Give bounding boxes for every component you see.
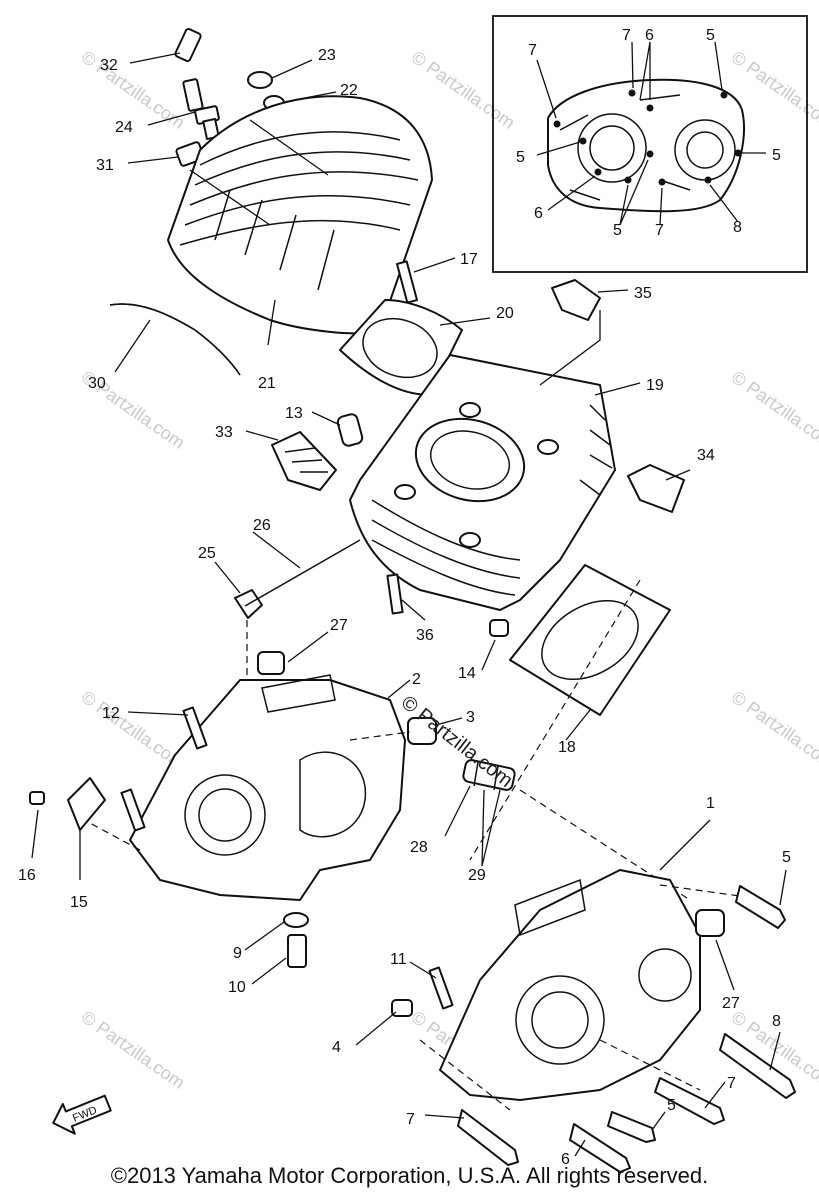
callout-5: 5 xyxy=(516,149,525,166)
inset-crankcase-bolt-map: 7 7 6 5 5 5 6 5 7 8 xyxy=(492,15,808,273)
callout-10: 10 xyxy=(228,979,246,996)
watermark: © Partzilla.com xyxy=(78,1007,189,1093)
callout-36: 36 xyxy=(416,627,434,644)
watermark: © Partzilla.com xyxy=(78,47,189,133)
callout-15: 15 xyxy=(70,894,88,911)
callout-28: 28 xyxy=(410,839,428,856)
callout-4: 4 xyxy=(332,1039,341,1056)
callout-11: 11 xyxy=(390,951,407,968)
callout-9: 9 xyxy=(233,945,242,962)
callout-5: 5 xyxy=(613,222,622,239)
callout-12: 12 xyxy=(102,705,120,722)
watermark: © Partzilla.com xyxy=(728,367,819,453)
left-crankcase-group: 2 12 16 15 9 10 xyxy=(18,671,421,996)
callout-2: 2 xyxy=(412,671,421,688)
callout-3: 3 xyxy=(466,709,475,726)
callout-13: 13 xyxy=(285,405,303,422)
callout-34: 34 xyxy=(697,447,715,464)
callout-1: 1 xyxy=(706,795,715,812)
callout-14: 14 xyxy=(458,665,476,682)
callout-6: 6 xyxy=(645,27,654,44)
callout-20: 20 xyxy=(496,305,514,322)
callout-17: 17 xyxy=(460,251,478,268)
callout-25: 25 xyxy=(198,545,216,562)
callout-16: 16 xyxy=(18,867,36,884)
callout-18: 18 xyxy=(558,739,576,756)
right-crankcase-group: 1 11 4 27 5 8 7 5 6 7 xyxy=(332,795,796,1173)
watermark: © Partzilla.com xyxy=(728,687,819,773)
callout-35: 35 xyxy=(634,285,652,302)
callout-27: 27 xyxy=(722,995,740,1012)
callout-23: 23 xyxy=(318,47,336,64)
callout-21: 21 xyxy=(258,375,276,392)
watermark: © Partzilla.com xyxy=(408,47,519,133)
callout-6: 6 xyxy=(534,205,543,222)
callout-31: 31 xyxy=(96,157,114,174)
callout-8: 8 xyxy=(733,219,742,236)
fwd-arrow-icon: FWD xyxy=(52,1094,112,1135)
callout-27: 27 xyxy=(330,617,348,634)
callout-29: 29 xyxy=(468,867,486,884)
callout-19: 19 xyxy=(646,377,664,394)
callout-26: 26 xyxy=(253,517,271,534)
cylinder-head-group: 32 24 31 23 22 21 17 30 xyxy=(88,28,478,392)
callout-7: 7 xyxy=(622,27,631,44)
callout-7: 7 xyxy=(406,1111,415,1128)
callout-5: 5 xyxy=(706,27,715,44)
callout-7: 7 xyxy=(727,1075,736,1092)
callout-30: 30 xyxy=(88,375,106,392)
copyright-notice: ©2013 Yamaha Motor Corporation, U.S.A. A… xyxy=(110,1163,709,1188)
callout-5: 5 xyxy=(772,147,781,164)
callout-5: 5 xyxy=(782,849,791,866)
callout-7: 7 xyxy=(655,222,664,239)
callout-8: 8 xyxy=(772,1013,781,1030)
callout-24: 24 xyxy=(115,119,133,136)
callout-22: 22 xyxy=(340,82,358,99)
callout-6: 6 xyxy=(561,1151,570,1168)
callout-33: 33 xyxy=(215,424,233,441)
callout-32: 32 xyxy=(100,57,118,74)
callout-5: 5 xyxy=(667,1097,676,1114)
callout-7: 7 xyxy=(528,42,537,59)
cylinder-group: 20 19 13 33 34 35 36 1 xyxy=(215,279,715,861)
